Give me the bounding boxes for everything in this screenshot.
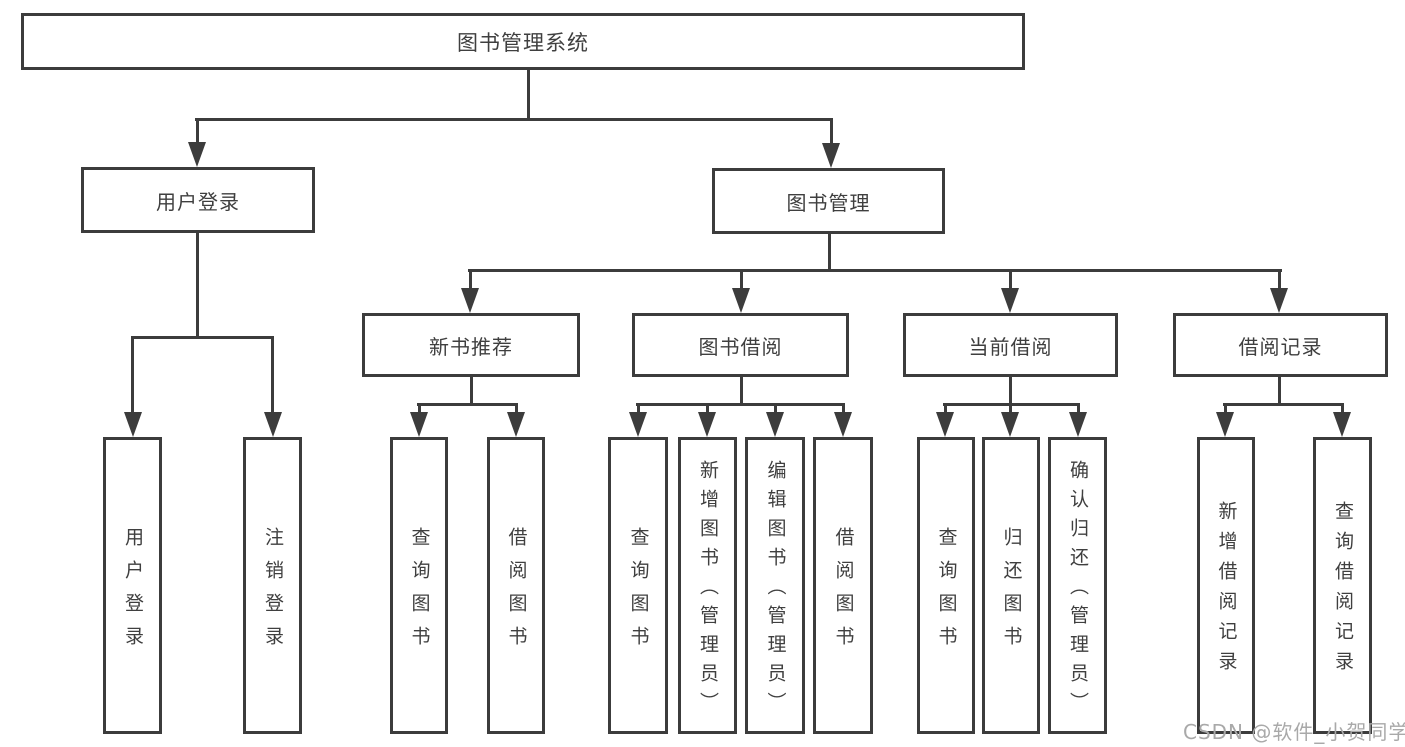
node-user-login-label: 用户登录	[156, 189, 240, 214]
arrow-down-icon	[410, 412, 428, 437]
leaf-confirm-return-admin-label: 确认归还（管理员）	[1067, 460, 1089, 721]
arrow-down-icon	[1001, 412, 1019, 437]
connector-stem	[1278, 269, 1281, 292]
connector-stem	[1341, 403, 1344, 415]
arrow-down-icon	[629, 412, 647, 437]
node-book-management: 图书管理	[712, 168, 945, 234]
connector-stem	[1009, 376, 1012, 406]
node-book-management-label: 图书管理	[786, 190, 871, 215]
watermark: CSDN @软件_小贺同学	[1183, 720, 1405, 744]
leaf-query-borrow-record: 查询借阅记录	[1313, 437, 1372, 734]
leaf-user-login-label: 用户登录	[122, 526, 144, 659]
connector-stem	[706, 403, 709, 415]
connector-stem	[828, 233, 831, 272]
arrow-down-icon	[834, 412, 852, 437]
node-root: 图书管理系统	[21, 13, 1025, 70]
connector-stem	[830, 118, 833, 146]
leaf-query-books-current: 查询图书	[917, 437, 975, 734]
arrow-down-icon	[1069, 412, 1087, 437]
arrow-down-icon	[264, 412, 282, 437]
connector-root-stem	[527, 68, 530, 120]
node-new-book-recommend-label: 新书推荐	[429, 334, 513, 359]
node-current-borrowing: 当前借阅	[903, 313, 1118, 377]
connector-stem	[418, 403, 421, 415]
leaf-query-books-recommend: 查询图书	[390, 437, 448, 734]
arrow-down-icon	[1216, 412, 1234, 437]
connector-stem	[196, 232, 199, 339]
arrow-down-icon	[461, 288, 479, 313]
node-user-login: 用户登录	[81, 167, 315, 233]
arrow-down-icon	[507, 412, 525, 437]
connector-stem	[637, 403, 640, 415]
connector-stem	[842, 403, 845, 415]
connector-stem	[1077, 403, 1080, 415]
leaf-query-books-current-label: 查询图书	[935, 526, 958, 659]
leaf-borrow-books: 借阅图书	[813, 437, 873, 734]
arrow-down-icon	[124, 412, 142, 437]
node-book-borrowing: 图书借阅	[632, 313, 849, 377]
leaf-logout: 注销登录	[243, 437, 302, 734]
leaf-add-books-admin-label: 新增图书（管理员）	[697, 460, 719, 721]
connector-stem	[1224, 403, 1227, 415]
node-root-label: 图书管理系统	[457, 30, 589, 55]
leaf-query-books-borrow-label: 查询图书	[627, 526, 650, 659]
connector-stem	[469, 269, 472, 292]
node-current-borrowing-label: 当前借阅	[968, 334, 1053, 359]
arrow-down-icon	[936, 412, 954, 437]
leaf-edit-books-admin-label: 编辑图书（管理员）	[764, 460, 787, 721]
leaf-borrow-books-label: 借阅图书	[832, 526, 855, 659]
leaf-query-books-recommend-label: 查询图书	[408, 526, 431, 659]
arrow-down-icon	[1333, 412, 1351, 437]
arrow-down-icon	[698, 412, 716, 437]
node-borrowing-records-label: 借阅记录	[1238, 334, 1323, 359]
leaf-confirm-return-admin: 确认归还（管理员）	[1048, 437, 1107, 734]
connector-stem	[515, 403, 518, 415]
connector-stem	[470, 376, 473, 406]
connector-stem	[1009, 269, 1012, 292]
connector-level3-rail	[468, 269, 1282, 272]
arrow-down-icon	[732, 288, 750, 313]
leaf-query-books-borrow: 查询图书	[608, 437, 668, 734]
connector-stem	[740, 269, 743, 292]
connector-rail	[131, 336, 274, 339]
leaf-user-login: 用户登录	[103, 437, 162, 734]
node-book-borrowing-label: 图书借阅	[698, 334, 783, 359]
leaf-edit-books-admin: 编辑图书（管理员）	[745, 437, 805, 734]
leaf-add-borrow-record: 新增借阅记录	[1197, 437, 1255, 734]
connector-stem	[271, 336, 274, 416]
connector-level2-rail	[195, 118, 833, 121]
leaf-borrow-books-recommend: 借阅图书	[487, 437, 545, 734]
arrow-down-icon	[1270, 288, 1288, 313]
leaf-query-borrow-record-label: 查询借阅记录	[1332, 501, 1354, 681]
connector-rail	[1223, 403, 1344, 406]
arrow-down-icon	[1001, 288, 1019, 313]
connector-stem	[196, 118, 199, 146]
node-borrowing-records: 借阅记录	[1173, 313, 1388, 377]
arrow-down-icon	[822, 143, 840, 168]
leaf-borrow-books-recommend-label: 借阅图书	[505, 526, 528, 659]
leaf-return-books-label: 归还图书	[1000, 526, 1023, 659]
leaf-return-books: 归还图书	[982, 437, 1040, 734]
connector-rail	[636, 403, 845, 406]
connector-stem	[1278, 376, 1281, 406]
connector-stem	[131, 336, 134, 416]
arrow-down-icon	[188, 142, 206, 167]
connector-rail	[417, 403, 518, 406]
connector-stem	[1009, 403, 1012, 415]
connector-stem	[944, 403, 947, 415]
connector-stem	[740, 376, 743, 406]
leaf-add-borrow-record-label: 新增借阅记录	[1215, 501, 1238, 681]
leaf-add-books-admin: 新增图书（管理员）	[678, 437, 737, 734]
connector-stem	[774, 403, 777, 415]
arrow-down-icon	[766, 412, 784, 437]
node-new-book-recommend: 新书推荐	[362, 313, 580, 377]
leaf-logout-label: 注销登录	[262, 526, 284, 659]
